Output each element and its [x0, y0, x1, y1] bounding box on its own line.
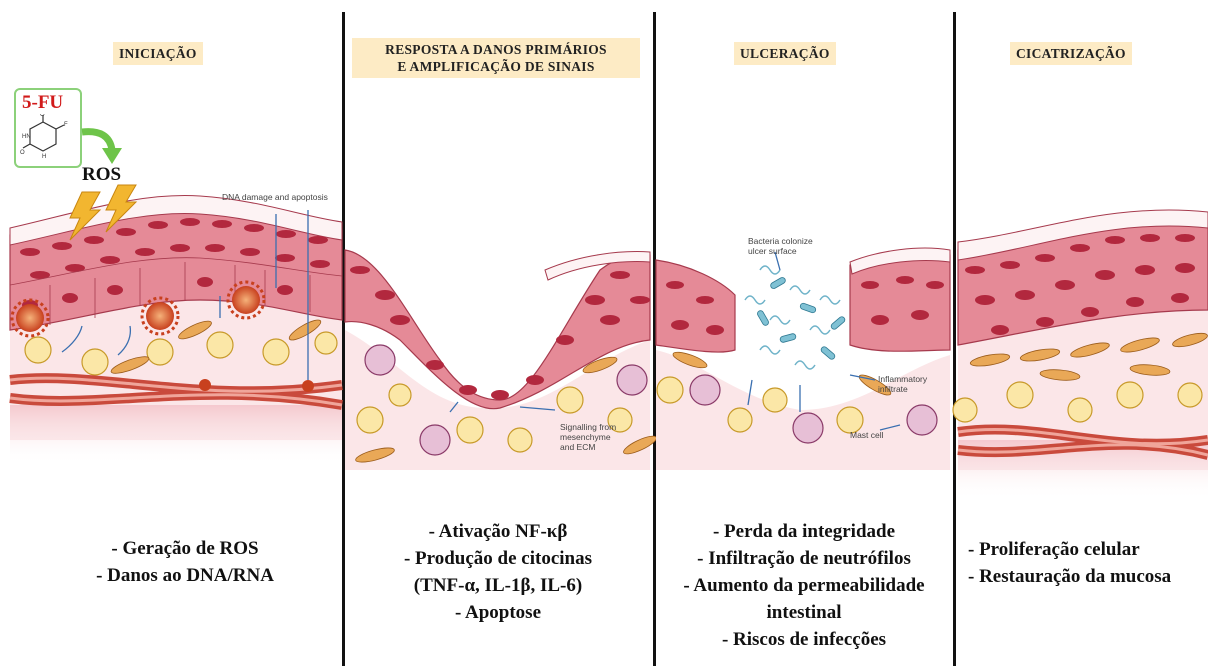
stage-1-bullet-1: - Geração de ROS — [40, 535, 330, 562]
annotation-bacteria-2: ulcer surface — [748, 246, 797, 256]
stage-1-bullet-2: - Danos ao DNA/RNA — [40, 562, 330, 589]
drug-label: 5-FU — [22, 92, 63, 114]
stage-2-bullet-2: - Produção de citocinas — [348, 545, 648, 572]
panel-2-tissue: Signalling from mesenchyme and ECM — [345, 250, 658, 470]
annotation-signalling-1: Signalling from — [560, 422, 616, 432]
stage-3-bullet-2: - Infiltração de neutrófilos — [656, 545, 952, 572]
stage-2-bullet-4: - Apoptose — [348, 599, 648, 626]
stage-2-bullets: - Ativação NF-κβ - Produção de citocinas… — [348, 518, 648, 626]
stage-2-bullet-1: - Ativação NF-κβ — [348, 518, 648, 545]
stage-3-bullet-4: intestinal — [656, 599, 952, 626]
annotation-signalling-2: mesenchyme — [560, 432, 611, 442]
svg-text:O: O — [20, 150, 25, 156]
panel-1-tissue: DNA damage and apoptosis — [10, 185, 342, 465]
annotation-inflammatory-2: infiltrate — [878, 384, 908, 394]
annotation-mast-cell: Mast cell — [850, 430, 884, 440]
panel-3-tissue: Bacteria colonize ulcer surface Inflamma… — [656, 236, 950, 470]
svg-text:O: O — [40, 114, 45, 118]
svg-text:F: F — [64, 122, 68, 128]
stage-4-bullets: - Proliferação celular - Restauração da … — [968, 536, 1204, 590]
panel-4-tissue — [953, 210, 1208, 500]
stage-4-bullet-2: - Restauração da mucosa — [968, 563, 1204, 590]
molecule-structure-icon: O F O HN H — [18, 114, 78, 162]
ros-label: ROS — [82, 164, 121, 186]
stage-3-bullet-5: - Riscos de infecções — [656, 626, 952, 653]
stage-3-bullet-3: - Aumento da permeabilidade — [656, 572, 952, 599]
svg-text:HN: HN — [22, 134, 31, 140]
tissue-illustration: DNA damage and apoptosis — [0, 0, 1208, 500]
annotation-dna-damage: DNA damage and apoptosis — [222, 192, 328, 202]
stage-2-bullet-3: (TNF-α, IL-1β, IL-6) — [348, 572, 648, 599]
stage-3-bullet-1: - Perda da integridade — [656, 518, 952, 545]
annotation-inflammatory-1: Inflammatory — [878, 374, 928, 384]
stage-3-bullets: - Perda da integridade - Infiltração de … — [656, 518, 952, 653]
svg-text:H: H — [42, 154, 46, 160]
annotation-signalling-3: and ECM — [560, 442, 595, 452]
stage-1-bullets: - Geração de ROS - Danos ao DNA/RNA — [40, 535, 330, 589]
stage-4-bullet-1: - Proliferação celular — [968, 536, 1204, 563]
annotation-bacteria-1: Bacteria colonize — [748, 236, 813, 246]
drug-box: 5-FU O F O HN H — [14, 88, 82, 168]
